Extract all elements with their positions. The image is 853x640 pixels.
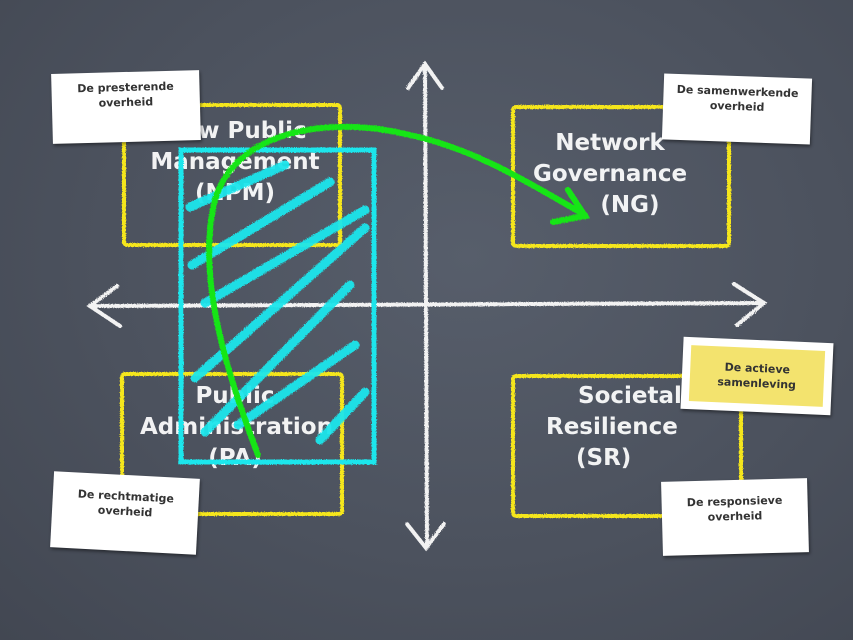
note-responsieve-line-2: overheid — [707, 509, 763, 524]
sr-line-3: (SR) — [576, 445, 632, 471]
note-samenwerkende-overheid: De samenwerkende overheid — [661, 73, 813, 145]
note-rechtmatige-overheid: De rechtmatige overheid — [50, 471, 200, 555]
ng-line-3: (NG) — [600, 192, 660, 218]
note-actieve-line-2: samenleving — [717, 375, 797, 392]
note-actieve-inner: De actieve samenleving — [688, 345, 826, 407]
sr-line-1: Societal — [578, 383, 682, 409]
note-presterende-overheid: De presterende overheid — [51, 70, 201, 144]
ng-line-1: Network — [555, 130, 665, 156]
quadrant-box-sr — [511, 374, 743, 518]
ng-line-2: Governance — [532, 161, 688, 187]
sr-line-2: Resilience — [546, 414, 678, 440]
note-responsieve-overheid: De responsieve overheid — [661, 478, 809, 556]
vertical-axis-arrow — [405, 60, 446, 552]
note-actieve-samenleving: De actieve samenleving — [680, 336, 834, 416]
quadrant-label-sr: Societal Resilience (SR) — [546, 381, 686, 474]
note-presterende-line-2: overheid — [98, 95, 154, 110]
highlight-box — [178, 147, 377, 465]
quadrant-label-ng: Network Governance (NG) — [530, 128, 690, 221]
transition-arrow — [206, 123, 590, 458]
